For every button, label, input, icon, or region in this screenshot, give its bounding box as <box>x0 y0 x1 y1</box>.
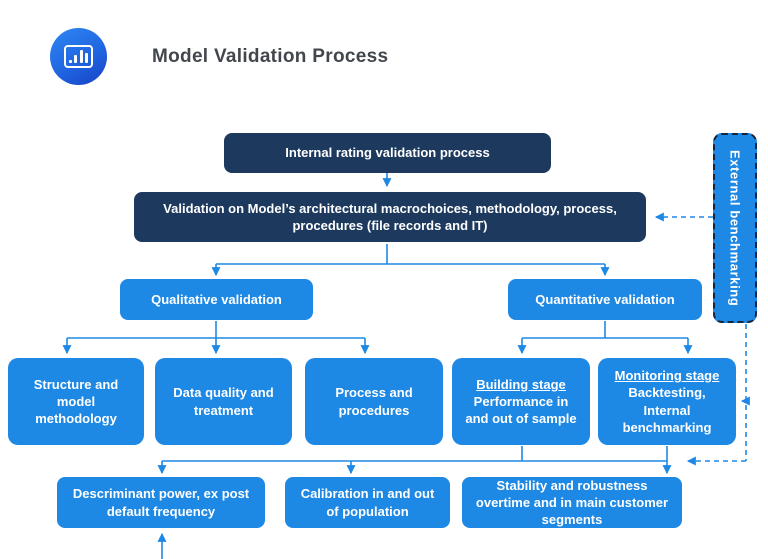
node-discriminant-power: Descriminant power, ex post default freq… <box>57 477 265 528</box>
node-structure-methodology-label: Structure and model methodology <box>33 376 119 427</box>
node-external-benchmarking: External benchmarking <box>713 133 757 323</box>
node-external-benchmarking-label: External benchmarking <box>727 149 743 307</box>
node-architecture-validation-label: Validation on Model’s architectural macr… <box>163 200 617 233</box>
node-quantitative-validation-label: Quantitative validation <box>535 291 675 307</box>
node-building-stage-body: Performance in and out of sample <box>465 393 577 427</box>
node-calibration: Calibration in and out of population <box>285 477 450 528</box>
node-stability-robustness-label: Stability and robustness overtime and in… <box>475 477 669 528</box>
node-data-quality: Data quality and treatment <box>155 358 292 445</box>
node-monitoring-stage: Monitoring stage Backtesting, Internal b… <box>598 358 736 445</box>
node-data-quality-label: Data quality and treatment <box>173 385 274 418</box>
node-monitoring-stage-body: Backtesting, Internal benchmarking <box>622 385 712 435</box>
node-calibration-label: Calibration in and out of population <box>300 486 435 519</box>
page-title: Model Validation Process <box>152 46 389 67</box>
bar-chart-glyph <box>64 45 93 68</box>
node-qualitative-validation: Qualitative validation <box>120 279 313 320</box>
node-process-procedures-label: Process and procedures <box>335 385 413 418</box>
node-architecture-validation: Validation on Model’s architectural macr… <box>134 192 646 242</box>
bar-chart-icon <box>50 28 107 85</box>
node-building-stage-title: Building stage <box>476 376 566 392</box>
node-process-procedures: Process and procedures <box>305 358 443 445</box>
node-internal-rating: Internal rating validation process <box>224 133 551 173</box>
node-monitoring-stage-title: Monitoring stage <box>614 368 720 384</box>
node-quantitative-validation: Quantitative validation <box>508 279 702 320</box>
node-internal-rating-label: Internal rating validation process <box>285 145 490 161</box>
node-stability-robustness: Stability and robustness overtime and in… <box>462 477 682 528</box>
node-structure-methodology: Structure and model methodology <box>8 358 144 445</box>
node-discriminant-power-label: Descriminant power, ex post default freq… <box>72 486 250 519</box>
node-building-stage: Building stage Performance in and out of… <box>452 358 590 445</box>
node-qualitative-validation-label: Qualitative validation <box>151 291 282 307</box>
